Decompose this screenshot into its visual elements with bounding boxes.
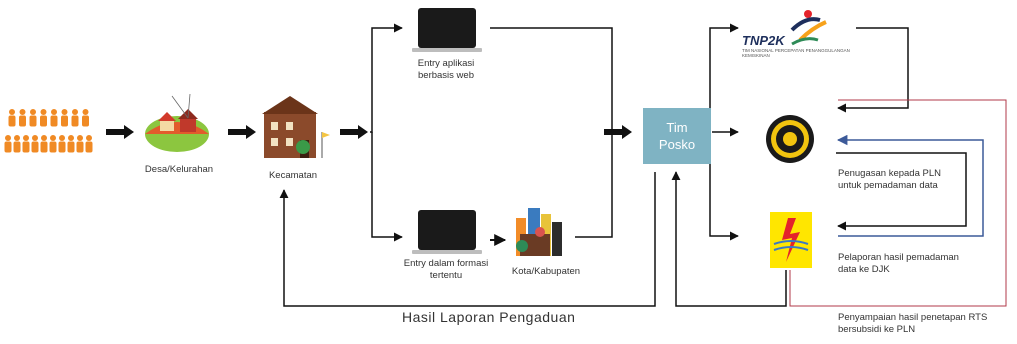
hasil-laporan-label: Hasil Laporan Pengaduan bbox=[402, 309, 576, 325]
tim-posko-box: Tim Posko bbox=[643, 108, 711, 164]
arrow-desa-to-kecamatan bbox=[228, 125, 256, 139]
tim-posko-line2: Posko bbox=[658, 137, 696, 152]
arrow-people-to-desa bbox=[106, 125, 134, 139]
desa-label: Desa/Kelurahan bbox=[144, 164, 214, 175]
arrow-hasil-laporan-to-kecamatan bbox=[279, 172, 656, 307]
entry-web-label: Entry aplikasi berbasis web bbox=[417, 58, 475, 81]
branch-connectors bbox=[370, 23, 403, 242]
arrow-djk-to-pln bbox=[836, 152, 967, 231]
to-tim-connectors bbox=[490, 27, 613, 238]
city-icon bbox=[516, 208, 562, 256]
kecamatan-label: Kecamatan bbox=[268, 170, 318, 181]
arrow-pln-to-djk bbox=[836, 134, 984, 237]
penugasan-annotation: Penugasan kepada PLN untuk pemadaman dat… bbox=[838, 168, 941, 191]
arrow-kecamatan-to-split bbox=[340, 125, 368, 139]
tnp2k-logo-subtext: TIM NASIONAL PERCEPATAN PENANGGULANGAN K… bbox=[742, 48, 850, 58]
laptop-web-icon bbox=[412, 8, 482, 52]
arrow-to-tim-posko bbox=[604, 125, 632, 139]
kecamatan-building-icon bbox=[262, 96, 330, 158]
tnp2k-logo-text: TNP2K bbox=[742, 33, 785, 48]
village-icon bbox=[145, 93, 209, 152]
arrow-pln-to-tim bbox=[671, 171, 787, 307]
tnp2k-logo-icon bbox=[790, 10, 827, 46]
entry-form-label: Entry dalam formasi tertentu bbox=[403, 258, 489, 281]
people-icon bbox=[4, 109, 93, 153]
djk-emblem-icon bbox=[766, 115, 814, 163]
tim-posko-line1: Tim bbox=[666, 120, 688, 135]
arrow-tnp2k-to-djk bbox=[837, 27, 909, 113]
line-red-rts bbox=[789, 99, 1007, 307]
laptop-form-icon bbox=[412, 210, 482, 254]
tim-to-right-connectors bbox=[709, 23, 739, 241]
thick-arrows bbox=[106, 125, 632, 139]
pelaporan-annotation: Pelaporan hasil pemadaman data ke DJK bbox=[838, 252, 959, 275]
kota-label: Kota/Kabupaten bbox=[511, 266, 581, 277]
pln-logo-icon bbox=[770, 212, 812, 268]
penyampaian-annotation: Penyampaian hasil penetapan RTS bersubsi… bbox=[838, 312, 988, 335]
